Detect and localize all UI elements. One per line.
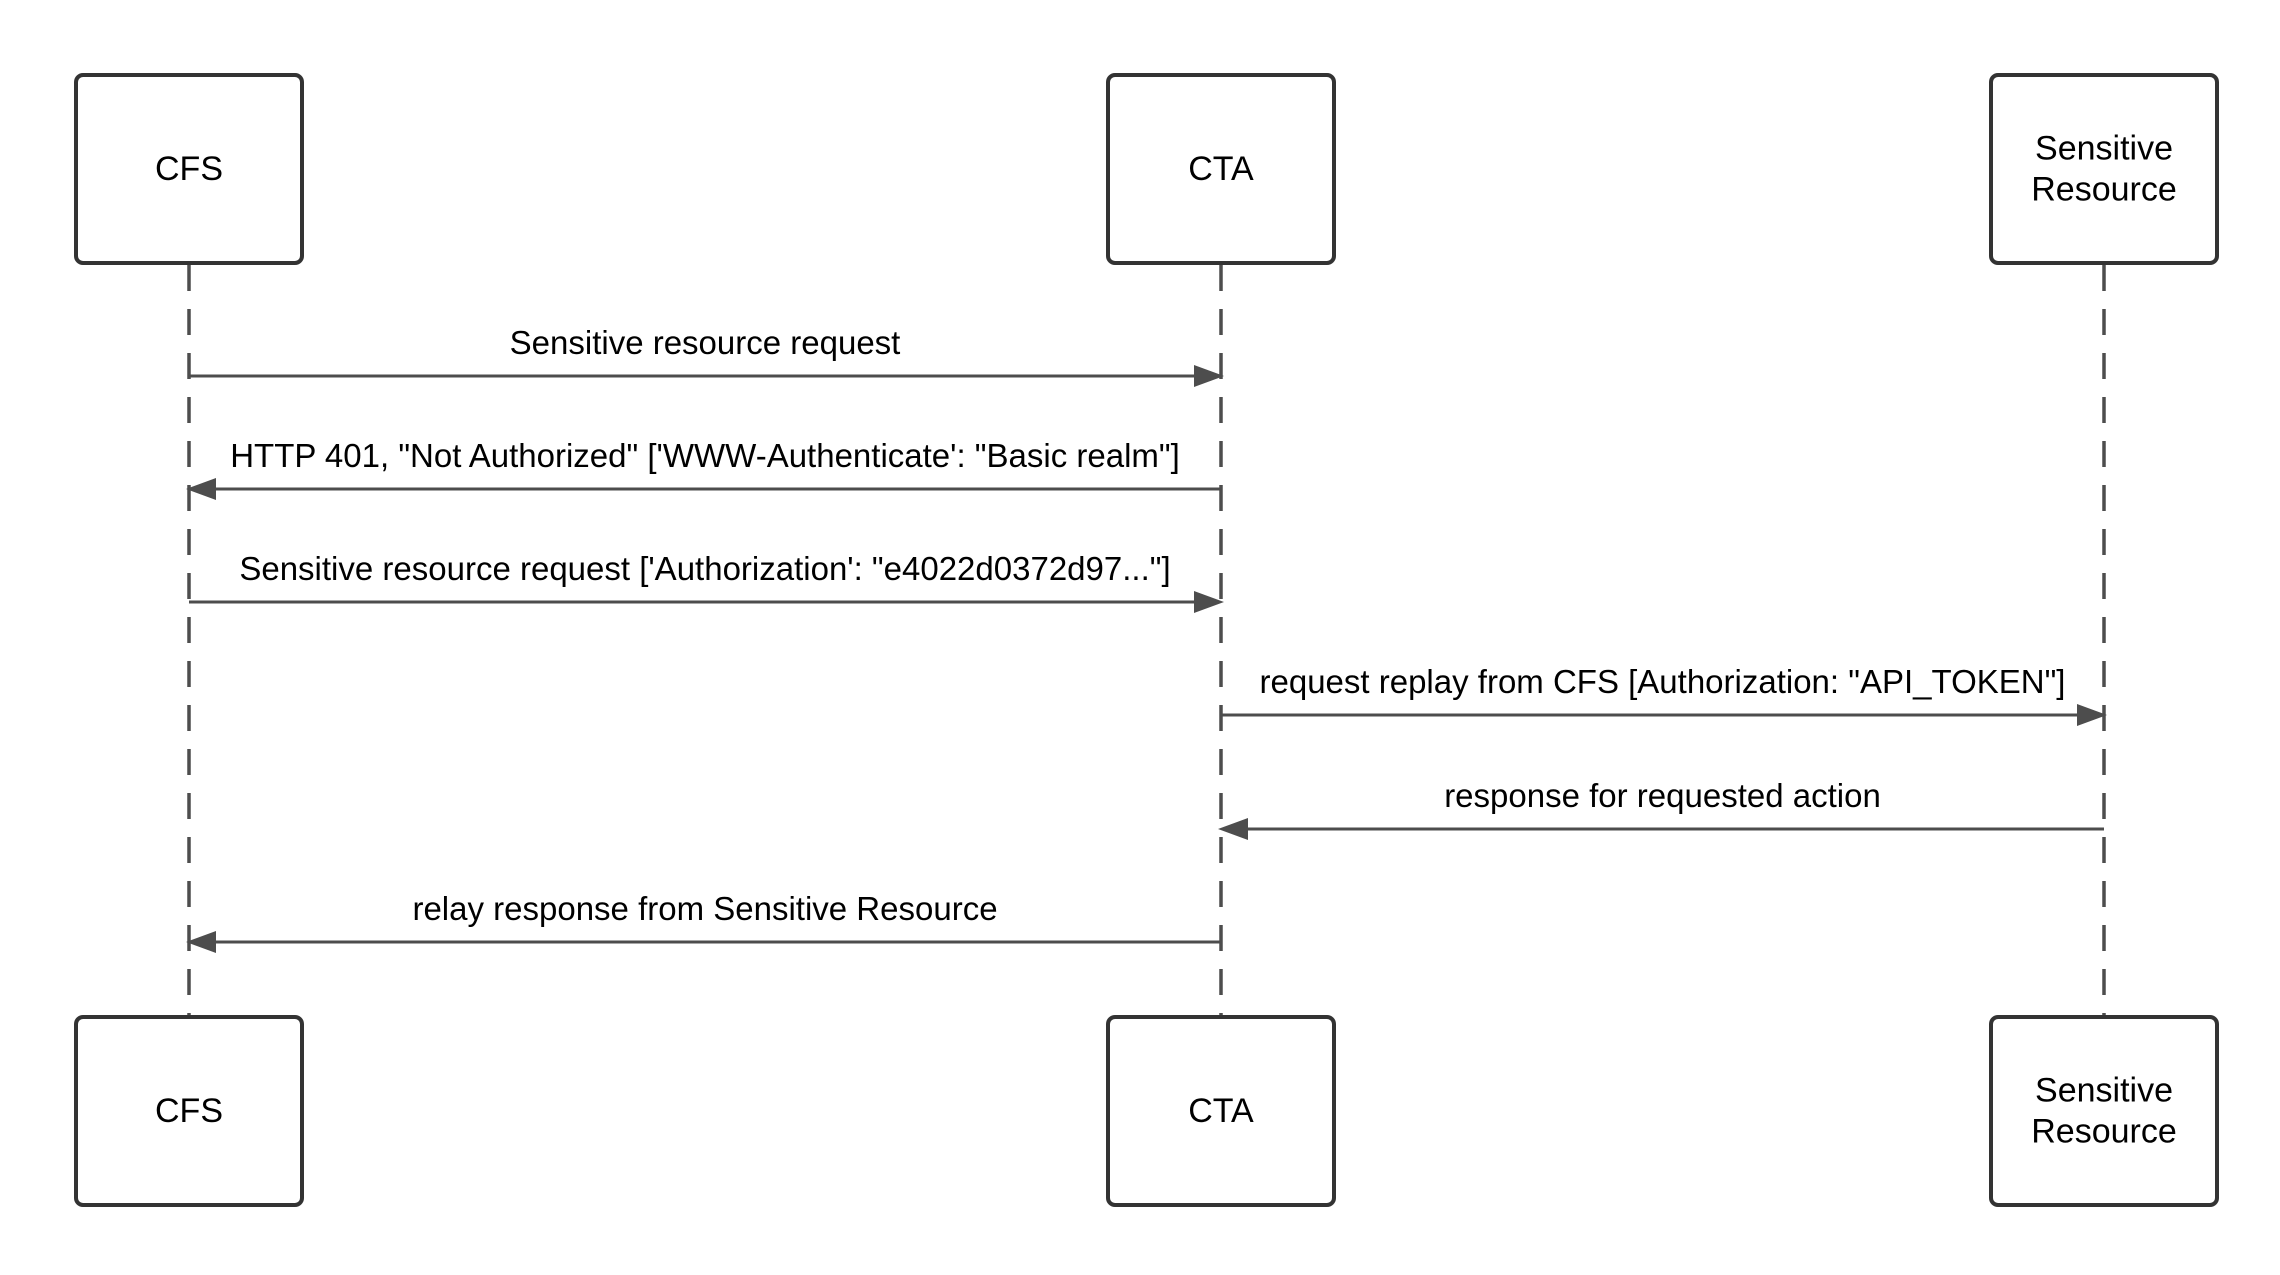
message-label: Sensitive resource request	[510, 324, 901, 361]
message-label: HTTP 401, "Not Authorized" ['WWW-Authent…	[230, 437, 1180, 474]
participant-cfs-top: CFS	[74, 73, 304, 265]
participant-box-rect	[1989, 1015, 2219, 1207]
message-3: Sensitive resource request ['Authorizati…	[189, 550, 1224, 613]
arrowhead-icon	[1194, 591, 1224, 613]
arrowhead-icon	[1194, 365, 1224, 387]
participant-box-rect	[74, 1015, 304, 1207]
lifelines	[187, 265, 2106, 1017]
participant-cfs-bottom: CFS	[74, 1015, 304, 1207]
participant-box-rect	[74, 73, 304, 265]
message-4: request replay from CFS [Authorization: …	[1221, 663, 2107, 726]
message-label: Sensitive resource request ['Authorizati…	[239, 550, 1170, 587]
participant-cta-bottom: CTA	[1106, 1015, 1336, 1207]
message-5: response for requested action	[1218, 777, 2104, 840]
participant-label: Sensitive	[2035, 1072, 2173, 1110]
participant-box-rect	[1106, 1015, 1336, 1207]
participant-label: CTA	[1188, 1092, 1254, 1130]
arrowhead-icon	[2077, 704, 2107, 726]
participant-label: Sensitive	[2035, 130, 2173, 168]
message-label: request replay from CFS [Authorization: …	[1260, 663, 2066, 700]
arrowhead-icon	[186, 931, 216, 953]
message-1: Sensitive resource request	[189, 324, 1224, 387]
participant-label: CFS	[155, 150, 223, 188]
message-label: response for requested action	[1444, 777, 1881, 814]
participant-box-rect	[1106, 73, 1336, 265]
message-6: relay response from Sensitive Resource	[186, 890, 1221, 953]
participant-label: Resource	[2031, 1113, 2177, 1151]
message-label: relay response from Sensitive Resource	[412, 890, 997, 927]
participant-label: Resource	[2031, 171, 2177, 209]
participant-label: CTA	[1188, 150, 1254, 188]
participant-cta-top: CTA	[1106, 73, 1336, 265]
arrowhead-icon	[1218, 818, 1248, 840]
message-2: HTTP 401, "Not Authorized" ['WWW-Authent…	[186, 437, 1221, 500]
arrowhead-icon	[186, 478, 216, 500]
participant-box-rect	[1989, 73, 2219, 265]
participant-label: CFS	[155, 1092, 223, 1130]
